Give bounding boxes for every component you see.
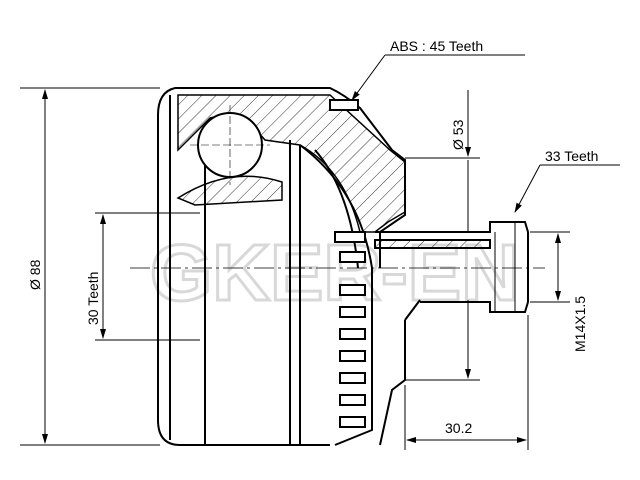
outer-spline-label: 33 Teeth xyxy=(545,148,598,164)
dim-length xyxy=(404,315,529,450)
abs-label: ABS : 45 Teeth xyxy=(390,38,483,54)
thread-label: M14X1.5 xyxy=(572,296,588,352)
dim-outer-diameter xyxy=(20,87,160,446)
dim-thread xyxy=(530,231,570,303)
outer-diameter-label: Ø 88 xyxy=(27,259,43,290)
inner-spline-label: 30 Teeth xyxy=(85,272,101,325)
dim-inner-diameter xyxy=(405,90,480,381)
dim-inner-spline xyxy=(95,212,200,341)
leader-abs xyxy=(351,54,525,101)
inner-diameter-label: Ø 53 xyxy=(450,119,466,150)
stem-shaft xyxy=(374,221,529,313)
inner-race-hatch xyxy=(176,175,283,206)
leader-outer-spline xyxy=(514,164,620,213)
length-label: 30.2 xyxy=(445,420,472,436)
abs-ring xyxy=(299,99,373,446)
